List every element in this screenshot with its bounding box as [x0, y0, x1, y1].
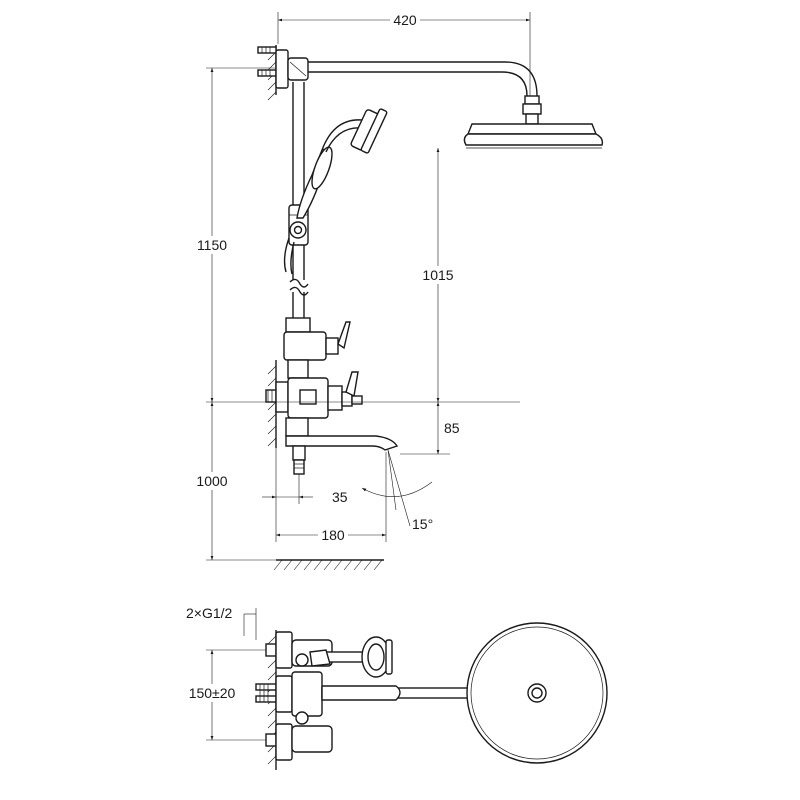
- top-view: 2×G1/2 150±20: [184, 605, 608, 770]
- dim-1150: 1150: [196, 67, 520, 403]
- rain-shower-head: [463, 123, 604, 149]
- dim-1000: 1000: [196, 402, 276, 561]
- lower-pipe: [292, 445, 306, 475]
- upper-wall-screws: [257, 46, 277, 77]
- dim-thread-label: 2×G1/2: [186, 605, 233, 621]
- dim-1000-label: 1000: [196, 473, 227, 489]
- dim-420: 420: [277, 12, 531, 96]
- inlet-connectors: [255, 643, 277, 747]
- side-view: 420 1150 1015 85 1000: [196, 12, 604, 571]
- top-valve-bodies: [275, 631, 333, 761]
- floor-hatch: [273, 559, 384, 571]
- dim-inlet-spacing-label: 150±20: [189, 685, 236, 701]
- hose: [283, 237, 295, 275]
- wall-bracket: [275, 49, 309, 89]
- dim-15-degree: 15°: [361, 449, 433, 532]
- dim-1015: 1015: [420, 148, 456, 402]
- dim-1150-label: 1150: [197, 237, 227, 253]
- dim-180-label: 180: [321, 527, 345, 543]
- top-holder-arm: [309, 636, 393, 678]
- dim-85: 85: [400, 402, 460, 455]
- mixer-valve: [265, 371, 363, 419]
- overhead-arm: [308, 61, 542, 125]
- dim-inlet-spacing: 150±20: [184, 649, 266, 741]
- dim-85-label: 85: [444, 420, 460, 436]
- top-rain-head: [466, 622, 608, 764]
- dim-420-label: 420: [393, 12, 417, 28]
- dim-thread: 2×G1/2: [186, 605, 257, 640]
- bath-spout: [285, 417, 399, 451]
- hand-shower: [296, 108, 388, 219]
- dim-1015-label: 1015: [422, 267, 453, 283]
- lower-wall-hatch: [267, 360, 277, 448]
- diverter-upper: [283, 317, 351, 379]
- dim-15-label: 15°: [412, 516, 433, 532]
- dim-35: 35: [262, 474, 348, 505]
- dim-35-label: 35: [332, 489, 348, 505]
- slide-holder: [288, 204, 309, 246]
- shower-column: [289, 82, 309, 318]
- dim-180: 180: [275, 412, 387, 543]
